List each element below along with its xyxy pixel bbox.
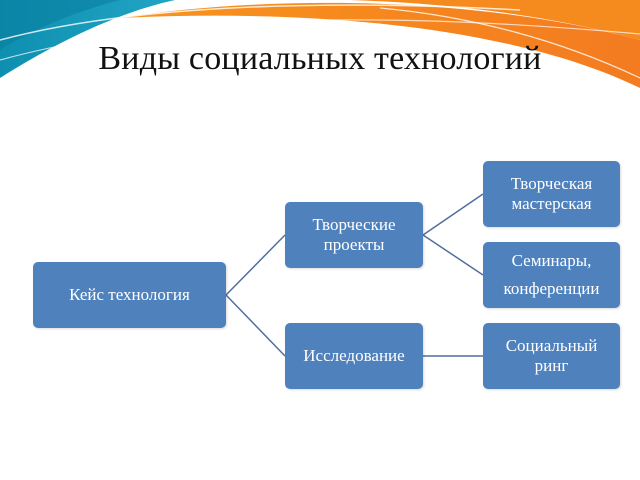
- node-label: Социальный ринг: [505, 336, 598, 375]
- connector-case-projects: [225, 234, 286, 296]
- node-seminars-conferences: Семинары, конференции: [483, 242, 620, 308]
- node-social-ring: Социальный ринг: [483, 323, 620, 389]
- page-title: Виды социальных технологий: [98, 40, 542, 77]
- connector-projects-workshop: [422, 193, 484, 236]
- connector-case-research: [225, 294, 286, 357]
- connector-projects-seminars: [422, 234, 484, 276]
- node-creative-workshop: Творческая мастерская: [483, 161, 620, 227]
- node-label: Семинары, конференции: [503, 251, 600, 298]
- node-label: Исследование: [303, 346, 405, 365]
- node-label: Творческие проекты: [312, 215, 396, 254]
- node-creative-projects: Творческие проекты: [285, 202, 423, 268]
- node-research: Исследование: [285, 323, 423, 389]
- node-label: Кейс технология: [69, 285, 190, 304]
- node-case-technology: Кейс технология: [33, 262, 226, 328]
- node-label: Творческая мастерская: [510, 174, 593, 213]
